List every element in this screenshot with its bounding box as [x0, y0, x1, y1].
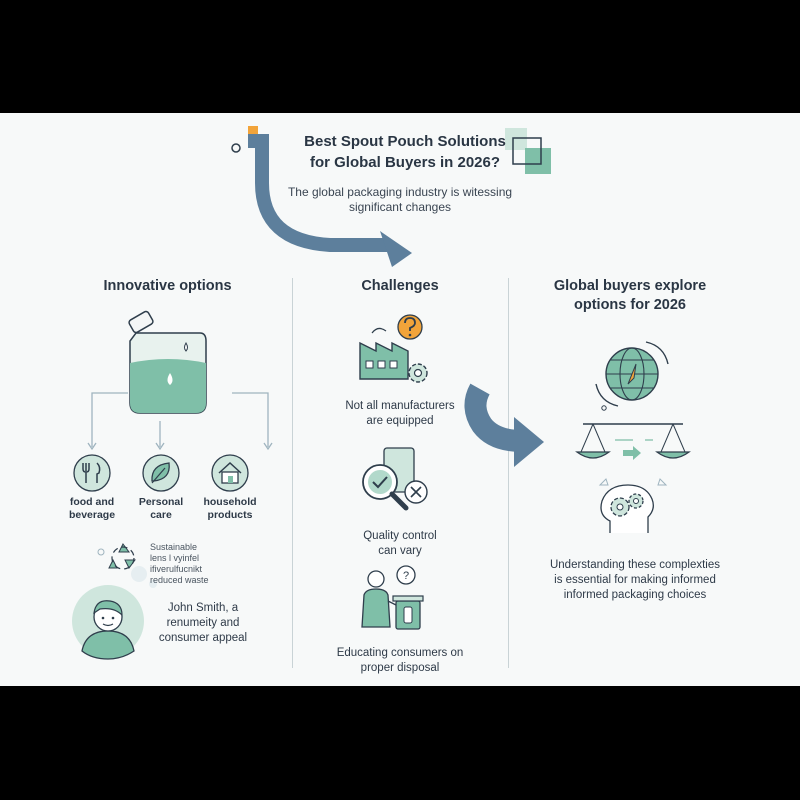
head-gears-icon — [598, 478, 668, 533]
conclusion-text: Understanding these complexties is essen… — [549, 559, 721, 601]
category-connectors — [87, 392, 273, 451]
factory-icon — [359, 314, 428, 383]
header-squares-icon — [505, 128, 551, 174]
svg-text:?: ? — [403, 570, 409, 582]
intro-text: The global packaging industry is witessi… — [287, 185, 513, 214]
heading-innovative-options: Innovative options — [103, 278, 232, 294]
header-curve-arrow — [231, 126, 412, 267]
transition-arrow — [464, 383, 544, 467]
page-title: Best Spout Pouch Solutions for Global Bu… — [304, 133, 506, 171]
globe-compass-icon — [595, 341, 669, 411]
magnifier-check-icon — [362, 447, 428, 511]
spout-pouch-icon — [128, 310, 207, 414]
thought-bubble-recycle-icon — [97, 543, 157, 588]
house-icon — [211, 454, 249, 492]
balance-scale-icon — [575, 423, 691, 460]
column-divider-left — [292, 278, 293, 668]
heading-challenges: Challenges — [361, 278, 439, 294]
column-divider-right — [508, 278, 509, 668]
thought-bubble-text: Sustainable lens l vyinfel ifiverulfucni… — [150, 542, 209, 585]
leaf-icon — [142, 454, 180, 492]
avatar — [72, 585, 144, 660]
person-trash-icon: ? — [361, 565, 424, 630]
person-caption: John Smith, a renumeity and consumer app… — [158, 602, 248, 644]
infographic-panel: Best Spout Pouch Solutions for Global Bu… — [0, 113, 800, 686]
fork-knife-icon — [73, 454, 111, 492]
